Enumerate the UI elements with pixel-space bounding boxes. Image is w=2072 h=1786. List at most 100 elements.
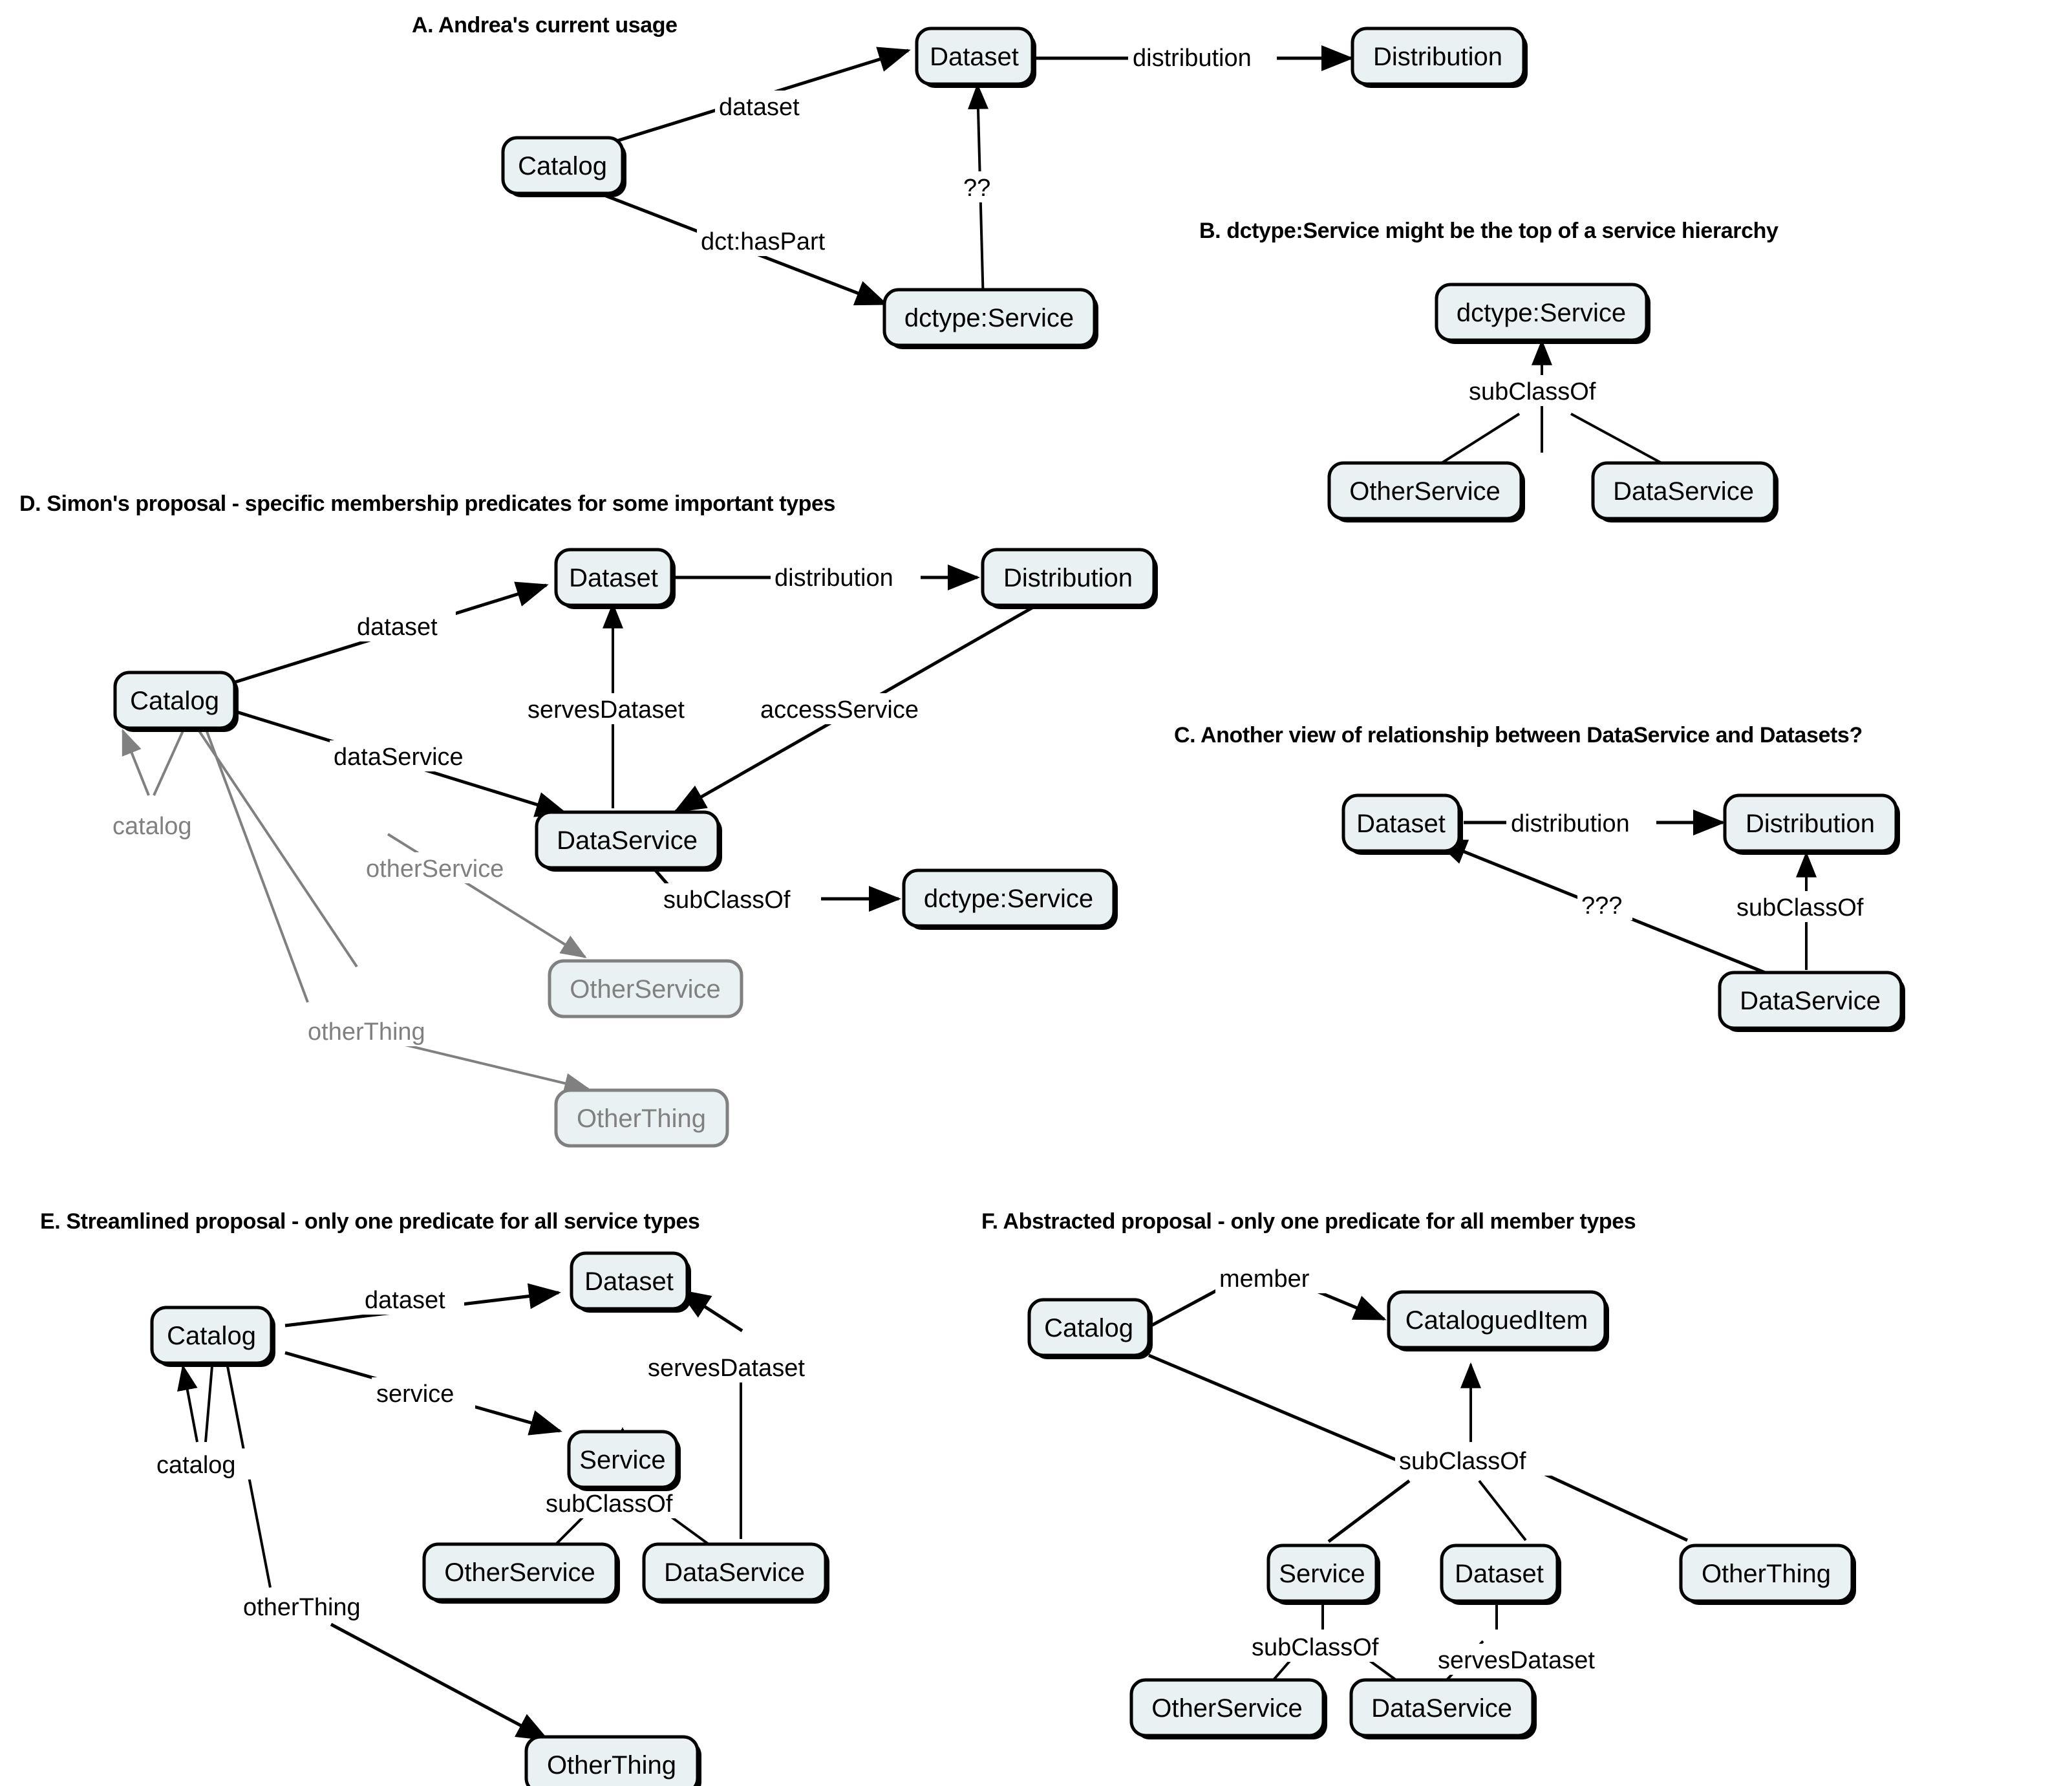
node-dataservice-e[interactable]: DataService — [642, 1542, 829, 1604]
edge-label-hasPart: dct:hasPart — [701, 228, 826, 255]
node-dataset-c[interactable]: Dataset — [1341, 793, 1463, 855]
node-label: OtherService — [1151, 1694, 1302, 1723]
node-dataservice-d[interactable]: DataService — [535, 810, 722, 872]
edge-label-servesdataset: servesDataset — [648, 1355, 805, 1382]
edge-dataservice-subclassof — [1570, 413, 1662, 464]
edge-label-member: member — [1219, 1265, 1310, 1293]
node-label: dctype:Service — [904, 304, 1074, 332]
edge-label-subclassof: subClassOf — [1469, 378, 1596, 405]
node-otherservice-d[interactable]: OtherService — [548, 959, 743, 1018]
panel-c-edge-labels: distribution ??? subClassOf — [1506, 807, 1894, 922]
edge-service-subclassof — [1327, 1479, 1411, 1543]
node-otherthing-e[interactable]: OtherThing — [524, 1735, 701, 1786]
node-dctservice-a[interactable]: dctype:Service — [882, 288, 1098, 349]
edge-label-servesdataset: servesDataset — [528, 696, 685, 724]
node-label: DataService — [1613, 477, 1754, 506]
edge-label-unknown: ??? — [1581, 892, 1622, 920]
panel-d-title: D. Simon's proposal - specific membershi… — [19, 491, 835, 516]
node-dataset-f[interactable]: Dataset — [1440, 1544, 1561, 1605]
node-label: Dataset — [1356, 810, 1446, 838]
node-catalog-a[interactable]: Catalog — [501, 136, 626, 197]
edge-label-unknown: ?? — [963, 175, 990, 202]
node-dataservice-f[interactable]: DataService — [1349, 1678, 1537, 1739]
node-label: OtherService — [1349, 477, 1500, 506]
panel-b-title: B. dctype:Service might be the top of a … — [1199, 219, 1778, 243]
panel-b-edge-labels: subClassOf — [1464, 375, 1626, 406]
node-label: Catalog — [167, 1322, 256, 1350]
panel-a: A. Andrea's current usage dataset dct:ha… — [412, 13, 1528, 349]
edge-catalog-member-tail — [1148, 1287, 1220, 1329]
node-dctservice-d[interactable]: dctype:Service — [902, 868, 1118, 930]
edge-catalog-catalog-tail — [153, 727, 186, 796]
edge-label-subclassof: subClassOf — [1736, 894, 1864, 921]
panel-f-title: F. Abstracted proposal - only one predic… — [981, 1209, 1636, 1234]
edge-otherthing-subclassof — [1544, 1472, 1689, 1542]
edge-label-dataset: dataset — [365, 1287, 445, 1314]
node-label: DataService — [557, 826, 698, 855]
node-otherservice-b[interactable]: OtherService — [1327, 461, 1525, 522]
node-dataset-a[interactable]: Dataset — [915, 27, 1036, 88]
node-distribution-d[interactable]: Distribution — [981, 548, 1158, 609]
edge-label-distribution: distribution — [774, 565, 893, 592]
node-catalog-e[interactable]: Catalog — [150, 1306, 275, 1367]
edge-label-otherthing: otherThing — [243, 1594, 361, 1621]
node-label: Catalog — [130, 687, 219, 715]
node-label: Dataset — [569, 564, 658, 592]
node-label: DataService — [1740, 987, 1881, 1015]
edge-label-subclassof: subClassOf — [546, 1490, 673, 1518]
node-label: OtherService — [570, 975, 720, 1004]
edge-label-otherthing: otherThing — [308, 1018, 425, 1046]
edge-dataservice-catalog — [122, 729, 150, 796]
node-label: Dataset — [584, 1267, 674, 1296]
node-dataset-d[interactable]: Dataset — [554, 548, 676, 609]
node-label: dctype:Service — [924, 885, 1093, 913]
edge-label-catalog: catalog — [112, 813, 192, 840]
node-label: Dataset — [930, 43, 1019, 71]
node-label: Distribution — [1003, 564, 1133, 592]
node-label: Dataset — [1455, 1560, 1544, 1588]
edge-label-servesdataset: servesDataset — [1438, 1647, 1595, 1674]
panel-f: F. Abstracted proposal - only one predic… — [981, 1209, 1856, 1739]
node-label: OtherThing — [1702, 1560, 1831, 1588]
node-label: DataService — [664, 1558, 805, 1587]
node-otherthing-f[interactable]: OtherThing — [1679, 1544, 1856, 1605]
panel-a-edge-labels: dataset dct:hasPart distribution ?? — [697, 41, 1277, 256]
panel-c-title: C. Another view of relationship between … — [1174, 723, 1863, 748]
node-distribution-c[interactable]: Distribution — [1723, 793, 1900, 855]
node-dataservice-b[interactable]: DataService — [1591, 461, 1778, 522]
panel-e-title: E. Streamlined proposal - only one predi… — [40, 1209, 700, 1234]
edge-otherservice-subclassof — [1440, 413, 1521, 464]
edge-label-dataset: dataset — [357, 614, 438, 641]
node-label: DataService — [1371, 1694, 1512, 1723]
node-otherservice-e[interactable]: OtherService — [422, 1542, 620, 1604]
node-otherthing-d[interactable]: OtherThing — [554, 1088, 729, 1148]
edge-label-subclassof-2: subClassOf — [1252, 1634, 1379, 1661]
node-label: Catalog — [518, 152, 607, 180]
node-dctservice-b[interactable]: dctype:Service — [1435, 283, 1650, 344]
node-label: CataloguedItem — [1405, 1306, 1588, 1335]
node-distribution-a[interactable]: Distribution — [1351, 27, 1528, 88]
edge-label-distribution: distribution — [1511, 810, 1630, 837]
node-otherservice-f[interactable]: OtherService — [1129, 1678, 1327, 1739]
node-dataservice-c[interactable]: DataService — [1718, 971, 1905, 1032]
node-cataloguedite-f[interactable]: CataloguedItem — [1387, 1290, 1609, 1351]
edge-label-otherservice: otherService — [366, 855, 504, 883]
edge-label-service: service — [376, 1381, 454, 1408]
node-catalog-d[interactable]: Catalog — [113, 671, 239, 732]
node-label: Distribution — [1373, 43, 1502, 71]
edge-catalog-backref — [177, 1364, 198, 1443]
node-service-e[interactable]: Service — [567, 1430, 681, 1491]
node-catalog-f[interactable]: Catalog — [1027, 1298, 1153, 1359]
edge-label-dataset: dataset — [719, 94, 800, 121]
panel-d-edge-labels: dataset dataService distribution servesD… — [109, 561, 931, 1046]
node-label: Distribution — [1746, 810, 1875, 838]
edge-label-dataservice: dataService — [334, 744, 464, 771]
panel-d: D. Simon's proposal - specific membershi… — [19, 491, 1158, 1148]
edge-catalog-subclassof-tail — [1148, 1353, 1404, 1465]
panel-b: B. dctype:Service might be the top of a … — [1199, 219, 1778, 522]
node-service-f[interactable]: Service — [1266, 1544, 1380, 1605]
edge-label-distribution: distribution — [1133, 45, 1252, 72]
node-dataset-e[interactable]: Dataset — [570, 1251, 691, 1313]
edge-catalog-otherthing-a — [204, 727, 309, 1003]
